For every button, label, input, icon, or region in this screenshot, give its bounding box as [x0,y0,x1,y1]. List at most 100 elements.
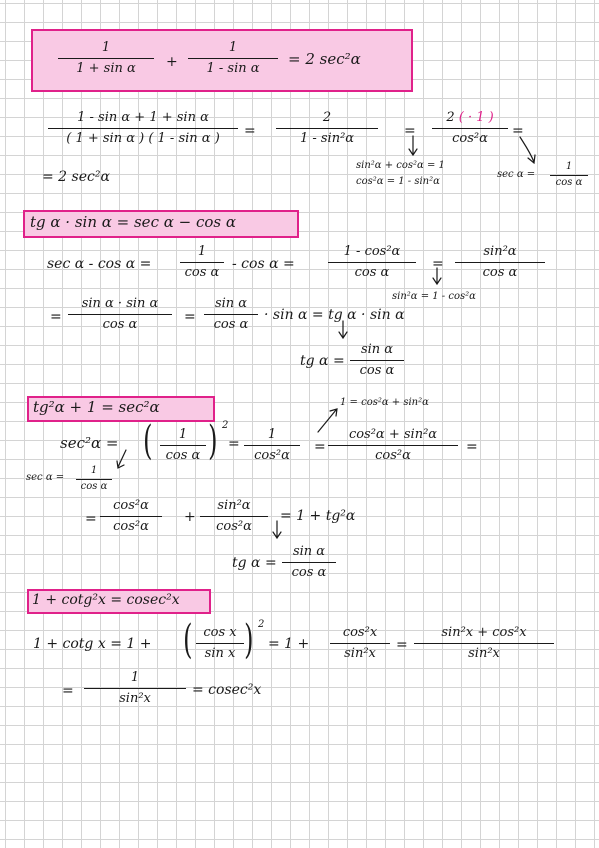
denominator: cos α [102,317,138,333]
s3-lhs: sec²α = [60,434,119,452]
fraction-bar [330,643,390,645]
numerator: sin α · sin α [81,296,159,311]
numerator: sin α [360,342,394,357]
numerator: 1 [267,427,277,442]
title1-plus: + [166,54,178,70]
fraction-bar [68,314,172,316]
s3-note-sec-fraction: 1 cos α [76,465,112,493]
numerator-value: 2 [446,110,455,125]
denominator: cos α [80,480,108,492]
s4-eq1: = 1 + [268,636,310,652]
numerator: sin α [292,544,326,559]
s2-fraction-5: sin α cos α [204,296,258,334]
arrow-down-icon [338,320,348,340]
denominator: cos²α [375,448,411,464]
s1-eq3: = [512,123,524,139]
fraction-bar [180,262,224,264]
s3-fraction-3: cos²α cos²α [100,498,162,536]
s1-note-sec-fraction: 1 cos α [550,161,588,189]
s4-result: = cosec²x [192,682,262,698]
s2-eq1: = [432,256,444,272]
fraction-bar [244,445,300,447]
s2-fraction-4: sin α · sin α cos α [68,296,172,334]
s3-eq2: = [314,439,326,455]
s4-paren-fraction: cos x sin x [196,625,244,663]
numerator: cos²x [342,625,378,640]
numerator: sin α [214,296,248,311]
s2-fraction-3: sin²α cos α [455,244,545,282]
numerator: 1 [130,670,140,685]
numerator: cos²α + sin²α [348,427,438,442]
s3-fraction-2: cos²α + sin²α cos²α [328,427,458,465]
s2-note-tg-lhs: tg α = [300,353,345,369]
s4-paren-exponent: 2 [258,619,265,630]
fraction-bar [204,314,258,316]
s1-fraction-3: 2 ( · 1 ) cos²α [432,110,508,148]
s1-note-sec-lhs: sec α = [497,169,536,180]
s1-note-identity-2: cos²α = 1 - sin²α [356,176,440,187]
denominator: cos α [165,448,201,464]
numerator: 1 - sin α + 1 + sin α [77,110,209,125]
s3-fraction-4: sin²α cos²α [200,498,268,536]
fraction-bar [276,128,378,130]
s4-lhs: 1 + cotg x = 1 + [33,636,152,652]
title4: 1 + cotg²x = cosec²x [32,592,180,608]
fraction-bar [100,516,162,518]
s2-note-identity: sin²α = 1 - cos²α [392,291,476,302]
highlight-box-3 [27,396,215,422]
denominator: cos α [291,565,327,581]
fraction-bar [76,478,112,480]
s3-eq1: = [228,436,240,452]
s3-fraction-1: 1 cos²α [244,427,300,465]
denominator: cos α [213,317,249,333]
denominator: 1 - sin²α [299,131,355,147]
denominator: cos α [359,363,395,379]
denominator: sin x [204,646,236,662]
numerator: sin²α [483,244,517,259]
numerator: 2 ( · 1 ) [432,110,508,126]
fraction-bar [58,58,154,60]
denominator: cos²α [254,448,290,464]
left-paren: ( [143,418,153,464]
denominator: sin²x [119,691,151,707]
fraction-bar [550,174,588,176]
denominator: ( 1 + sin α ) ( 1 - sin α ) [66,131,220,147]
denominator: cos²α [452,131,488,147]
s2-minus: - cos α = [232,256,295,272]
s2-times: · sin α = tg α · sin α [264,307,405,323]
fraction-bar [455,262,545,264]
s3-paren-fraction: 1 cos α [160,427,206,465]
s3-paren-exponent: 2 [222,420,229,431]
s1-fraction-1: 1 - sin α + 1 + sin α ( 1 + sin α ) ( 1 … [48,110,238,148]
s4-eq2: = [396,637,408,653]
denominator: cos²α [216,519,252,535]
denominator: cos²α [113,519,149,535]
numerator: 1 [565,161,573,172]
s1-fraction-2: 2 1 - sin²α [276,110,378,148]
fraction-bar [432,128,508,130]
s3-note-identity: 1 = cos²α + sin²α [340,397,429,408]
title1-fraction-2: 1 1 - sin α [188,40,278,78]
s3-eq4: = [85,511,97,527]
multiplier-note: ( · 1 ) [458,110,494,125]
numerator: 1 [197,244,207,259]
s1-note-identity-1: sin²α + cos²α = 1 [356,160,445,171]
denominator: cos α [354,265,390,281]
s4-fraction-1: cos²x sin²x [330,625,390,663]
s1-eq1: = [244,123,256,139]
s2-fraction-2: 1 - cos²α cos α [328,244,416,282]
fraction-bar [48,128,238,130]
denominator: cos α [555,176,583,188]
s4-eq3: = [62,683,74,699]
numerator: 2 [322,110,332,125]
numerator: 1 [101,40,111,55]
s1-result: = 2 sec²α [42,169,110,185]
s3-result: = 1 + tg²α [280,508,356,524]
left-paren: ( [183,617,193,663]
fraction-bar [200,516,268,518]
fraction-bar [84,688,186,690]
title2: tg α · sin α = sec α − cos α [30,213,236,231]
s2-note-tg-fraction: sin α cos α [350,342,404,380]
title3: tg²α + 1 = sec²α [33,398,160,416]
